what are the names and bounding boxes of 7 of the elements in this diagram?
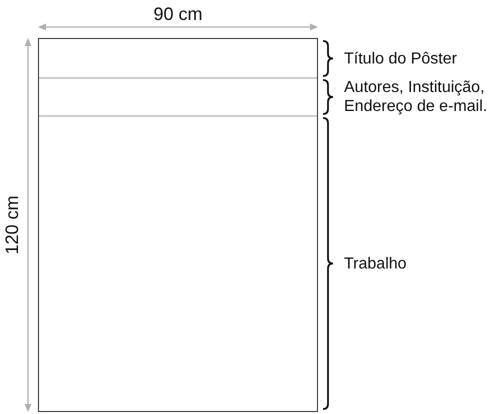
dimension-label: 120 cm (2, 194, 22, 257)
author-section (39, 78, 317, 116)
section-label: Autores, Instituição, Endereço de e-mail. (344, 78, 488, 116)
poster-outline (38, 38, 318, 412)
dimension-label: 90 cm (152, 4, 204, 24)
section-label: Título do Pôster (344, 49, 457, 68)
section-label: Trabalho (344, 254, 407, 273)
